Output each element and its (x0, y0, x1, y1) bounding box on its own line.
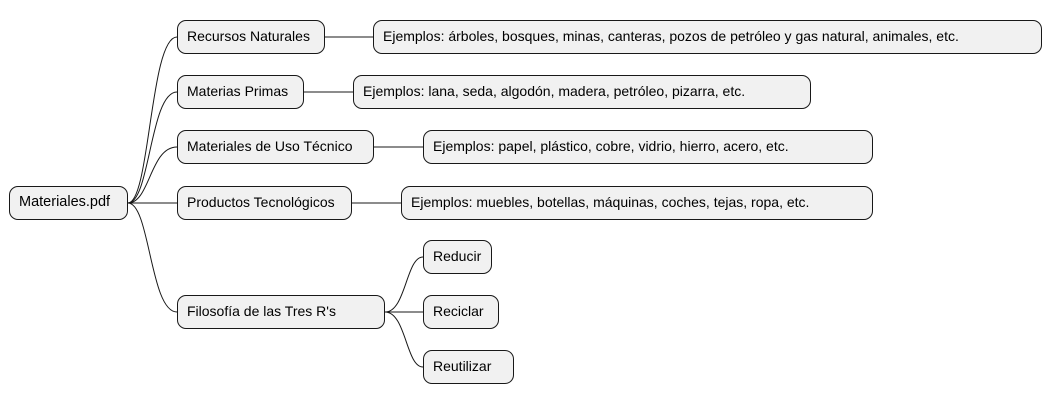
leaf-materiales-ejemplos: Ejemplos: papel, plástico, cobre, vidrio… (423, 130, 873, 164)
root-node: Materiales.pdf (9, 186, 128, 220)
leaf-reutilizar: Reutilizar (423, 350, 514, 384)
edge-filosofia-reutilizar (384, 311, 424, 368)
branch-productos-tecnologicos: Productos Tecnológicos (177, 186, 352, 220)
edge-root-filosofia (127, 202, 178, 313)
leaf-reducir: Reducir (423, 240, 492, 274)
leaf-reciclar: Reciclar (423, 295, 499, 329)
leaf-recursos-ejemplos: Ejemplos: árboles, bosques, minas, cante… (373, 20, 1042, 54)
branch-materiales-uso-tecnico: Materiales de Uso Técnico (177, 130, 374, 164)
branch-recursos-naturales: Recursos Naturales (177, 20, 325, 54)
edge-root-recursos (127, 36, 178, 204)
edge-root-materiales (127, 146, 178, 204)
edge-filosofia-reducir (384, 256, 424, 313)
edge-root-materias (127, 91, 178, 204)
leaf-materias-ejemplos: Ejemplos: lana, seda, algodón, madera, p… (353, 75, 811, 109)
branch-materias-primas: Materias Primas (177, 75, 304, 109)
branch-filosofia-tres-r: Filosofía de las Tres R's (177, 295, 385, 329)
leaf-productos-ejemplos: Ejemplos: muebles, botellas, máquinas, c… (401, 186, 873, 220)
